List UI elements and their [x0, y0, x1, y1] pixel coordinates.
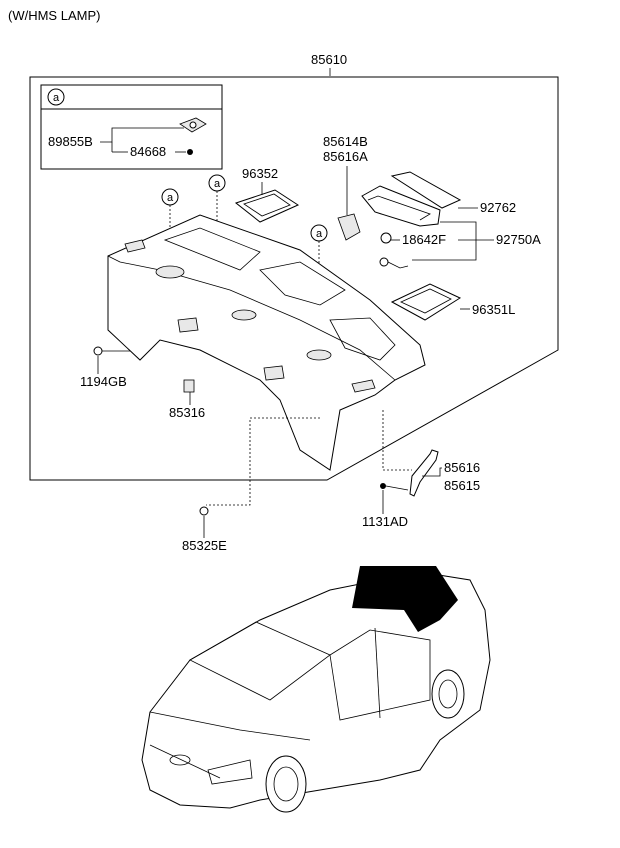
label-1194GB: 1194GB — [80, 374, 127, 389]
label-89855B: 89855B — [48, 134, 93, 149]
car-headlamp — [207, 759, 253, 785]
label-85610: 85610 — [311, 52, 347, 67]
assembly-outline — [29, 76, 559, 481]
label-85615: 85615 — [444, 478, 480, 493]
marker-a-3-label: a — [316, 228, 323, 240]
speaker-grille-96352 — [234, 189, 300, 223]
detail-box: a 89855B 84668 — [40, 84, 223, 170]
header-note: (W/HMS LAMP) — [8, 8, 100, 23]
label-18642F: 18642F — [402, 232, 446, 247]
hms-lamp-housing — [361, 185, 441, 227]
car-front-wheel-hub — [273, 766, 299, 802]
socket-wire — [387, 261, 409, 269]
socket-shape — [379, 257, 389, 267]
bulb-18642F-shape — [380, 232, 392, 244]
detail-circle-label: a — [53, 92, 60, 104]
label-1131AD: 1131AD — [362, 514, 408, 529]
tray-pad-1 — [155, 265, 185, 279]
tray-tab-right — [351, 379, 376, 393]
leader-85616 — [422, 467, 442, 477]
tray-pad-3 — [306, 349, 332, 361]
tray-front-edge — [107, 255, 396, 381]
car-b-pillar — [374, 627, 381, 719]
tray-slot-1 — [177, 317, 199, 333]
bracket-hole — [189, 121, 197, 129]
fastener-1194GB-shape — [93, 346, 103, 356]
bolt-1131AD-shape — [380, 483, 386, 489]
car-body — [141, 571, 491, 809]
label-85616A: 85616A — [323, 149, 368, 164]
tray-recess-left — [163, 227, 261, 271]
car-rear-wheel-hub — [438, 679, 458, 709]
marker-a-1-label: a — [167, 192, 174, 204]
speaker-grille-96351L — [390, 283, 462, 321]
label-92750A: 92750A — [496, 232, 541, 247]
leader-85325E-route — [206, 417, 320, 506]
speaker-grille-96351L-inner — [400, 288, 452, 314]
rear-shelf-highlight — [352, 566, 458, 632]
bracket-85614B-shape — [337, 213, 361, 241]
bracket-85616-shape — [409, 449, 439, 497]
car-illustration — [141, 566, 491, 813]
leader-92750A — [412, 221, 477, 261]
tray-pad-2 — [231, 309, 257, 321]
label-85616: 85616 — [444, 460, 480, 475]
label-84668: 84668 — [130, 144, 166, 159]
label-92762: 92762 — [480, 200, 516, 215]
bolt-1131AD-shank — [385, 485, 409, 491]
car-rear-wheel — [431, 669, 465, 719]
label-96352: 96352 — [242, 166, 278, 181]
clip-85316-shape — [183, 379, 195, 393]
bolt-84668-shape — [187, 149, 193, 155]
detail-circle — [47, 88, 65, 106]
tray-tab-left — [124, 239, 146, 253]
label-96351L: 96351L — [472, 302, 515, 317]
label-85614B: 85614B — [323, 134, 368, 149]
marker-a-2-label: a — [214, 178, 221, 190]
detail-box-frame — [40, 84, 223, 170]
tray-body — [107, 214, 426, 471]
tray-center-hump — [259, 261, 346, 306]
fastener-85325E-shape — [199, 506, 209, 516]
speaker-grille-96352-inner — [243, 193, 291, 217]
tray-slot-2 — [263, 365, 285, 381]
car-emblem — [169, 754, 191, 766]
car-hood-line — [149, 711, 311, 741]
car-front-wheel — [265, 755, 307, 813]
lamp-cover-92762 — [390, 171, 462, 209]
leader-89855B — [100, 127, 184, 143]
label-85325E: 85325E — [182, 538, 227, 553]
label-85316: 85316 — [169, 405, 205, 420]
tray-recess-right — [329, 317, 396, 361]
car-side-windows — [329, 629, 431, 721]
hms-lamp-lens — [367, 195, 431, 221]
package-tray — [107, 214, 426, 471]
